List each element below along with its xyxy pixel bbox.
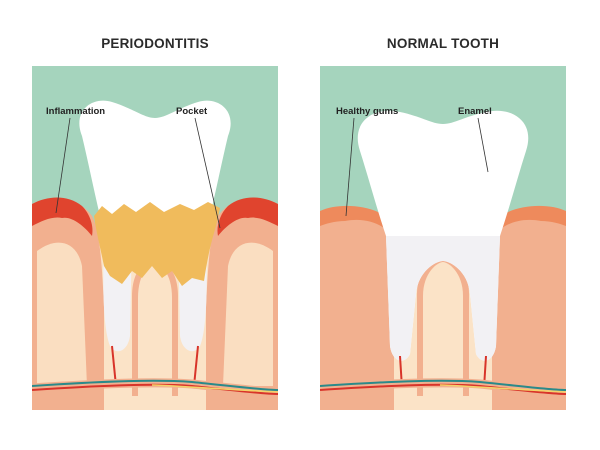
inflammation-leader-line: [55, 117, 71, 214]
healthy-gum-right: [501, 205, 566, 228]
label-pocket: Pocket: [176, 106, 208, 117]
gum-tissue-left: [320, 207, 394, 410]
pocket-leader-line: [194, 117, 221, 229]
periodontitis-illustration: [32, 66, 278, 410]
tooth-crown: [79, 100, 231, 236]
inflamed-gum-right: [217, 197, 278, 236]
enamel-leader-line: [477, 117, 489, 173]
inflamed-gum-left: [32, 197, 93, 236]
normal-tooth-panel: Healthy gums Enamel: [320, 66, 566, 410]
tooth-roots: [386, 236, 500, 361]
label-enamel: Enamel: [458, 106, 492, 117]
label-inflammation: Inflammation: [46, 106, 106, 117]
gum-tissue-right: [492, 207, 566, 410]
normal-tooth-title: NORMAL TOOTH: [386, 36, 500, 51]
healthy-gum-left: [320, 205, 385, 228]
periodontitis-panel: Inflammation Pocket: [32, 66, 278, 410]
healthy-gums-leader-line: [345, 117, 355, 217]
label-healthy-gums: Healthy gums: [336, 106, 399, 117]
normal-tooth-illustration: [320, 66, 566, 410]
plaque-pocket: [94, 202, 220, 286]
periodontitis-title: PERIODONTITIS: [101, 36, 209, 51]
